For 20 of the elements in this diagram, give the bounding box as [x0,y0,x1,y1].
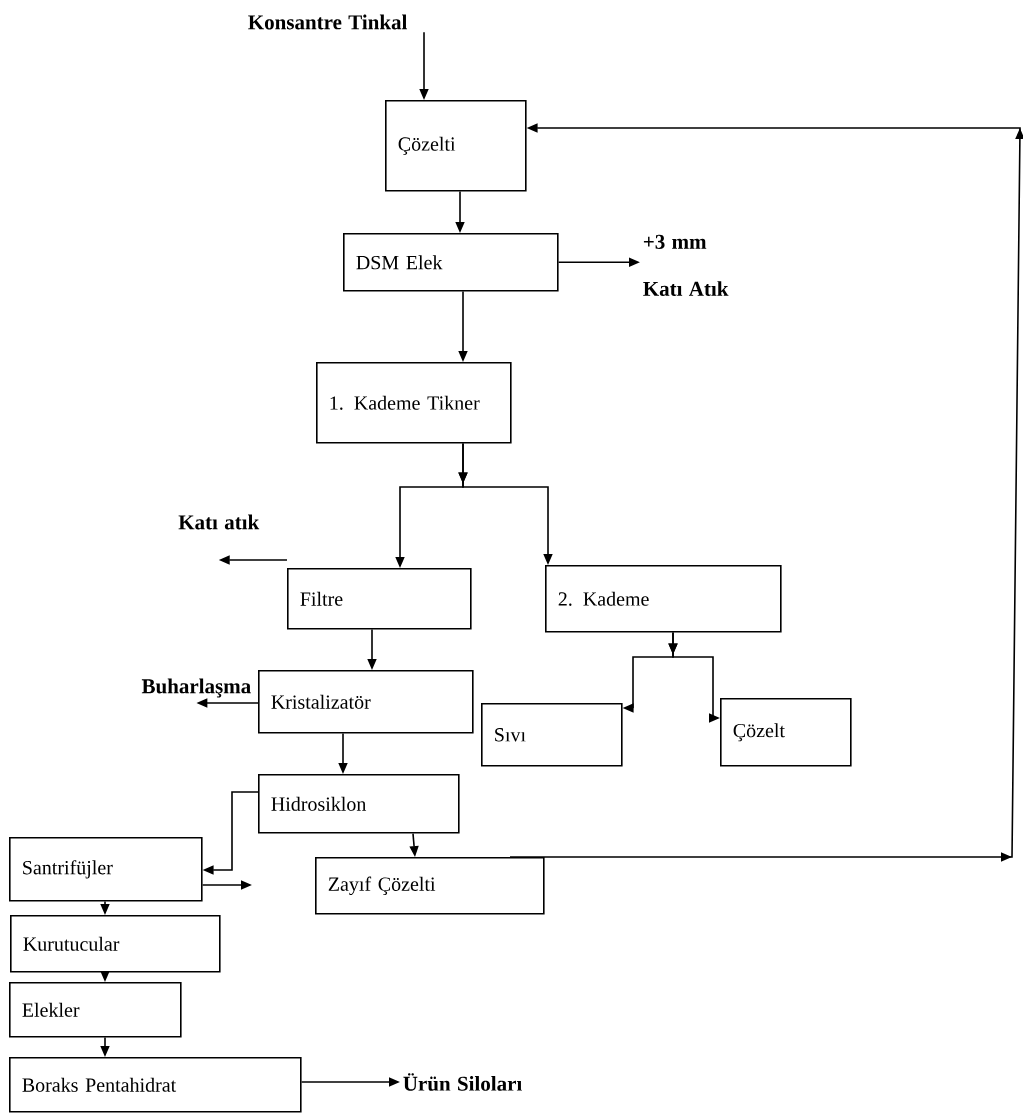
flow-label: Katı atık [178,514,260,530]
flow-label: Ürün Siloları [403,1073,522,1091]
flow-label: Buharlaşma [141,678,251,698]
process-box: Zayıf Çözelti [315,857,545,915]
process-box: Elekler [9,982,182,1038]
process-box: Sıvı [481,703,623,767]
process-box: Santrifüjler [9,837,203,902]
process-box: Çözelti [385,100,527,192]
arrow [509,123,1023,862]
process-box: DSM Elek [343,233,559,292]
process-box: Çözelt [720,698,852,767]
process-box: Kristalizatör [258,670,474,734]
process-box: 1. Kademe Tikner [316,362,512,444]
process-box: Boraks Pentahidrat [9,1057,302,1113]
process-box: Hidrosiklon [258,774,460,834]
process-box: Filtre [287,568,472,630]
flow-label: Konsantre Tinkal [248,14,407,30]
process-box: Kurutucular [10,915,221,973]
process-box: 2. Kademe [545,565,782,633]
flow-label: +3 mm Katı Atık [643,234,729,296]
